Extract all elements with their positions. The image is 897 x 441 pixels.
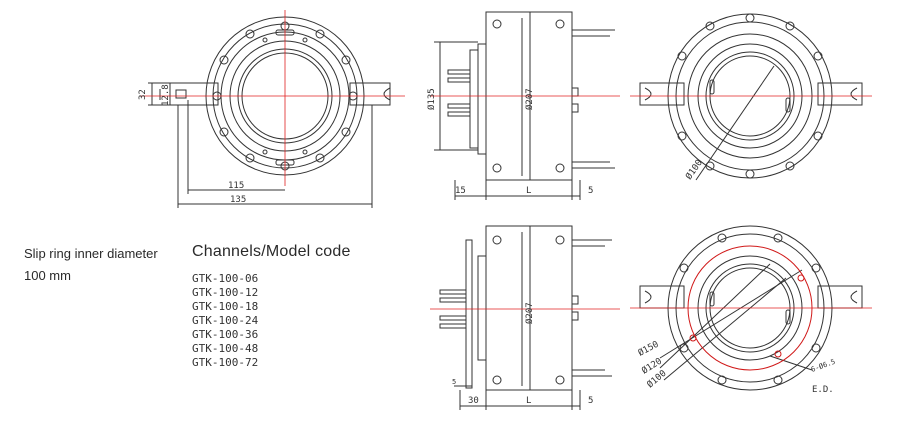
- model-code: GTK-100-24: [192, 314, 259, 327]
- dim-5-bottom: 5: [588, 396, 593, 406]
- model-code: GTK-100-36: [192, 328, 259, 341]
- dim-L-bottom: L: [526, 396, 531, 406]
- model-code: GTK-100-12: [192, 286, 259, 299]
- model-code: GTK-100-18: [192, 300, 259, 313]
- rear-view-top-right: [640, 14, 862, 180]
- model-code-list: GTK-100-06 GTK-100-12 GTK-100-18 GTK-100…: [192, 272, 258, 370]
- dim-30: 30: [468, 396, 479, 406]
- dim-15: 15: [455, 186, 466, 196]
- inner-diameter-value: 100 mm: [24, 268, 71, 283]
- centerlines-view1: [140, 10, 405, 186]
- channels-heading: Channels/Model code: [192, 243, 351, 260]
- dim-5-small: 5: [452, 378, 456, 386]
- dim-12-8: 12.8: [161, 84, 171, 106]
- dim-32: 32: [138, 89, 148, 100]
- dim-phi207-top: Ø207: [524, 88, 535, 110]
- dim-135: 135: [230, 195, 246, 205]
- inner-diameter-label: Slip ring inner diameter: [24, 246, 158, 261]
- dim-L-top: L: [526, 186, 531, 196]
- front-view-top-left: [148, 17, 390, 208]
- dim-phi207-bottom: Ø207: [524, 302, 535, 324]
- model-code: GTK-100-48: [192, 342, 259, 355]
- dim-phi150: Ø150: [636, 339, 660, 359]
- model-code: GTK-100-72: [192, 356, 259, 369]
- dim-5-top: 5: [588, 186, 593, 196]
- dim-ed: E.D.: [812, 385, 834, 395]
- dim-phi100-top: Ø100: [683, 158, 704, 182]
- dim-phi135: Ø135: [426, 88, 437, 110]
- model-code: GTK-100-06: [192, 272, 259, 285]
- side-view-bottom: [440, 226, 612, 410]
- dim-115: 115: [228, 181, 244, 191]
